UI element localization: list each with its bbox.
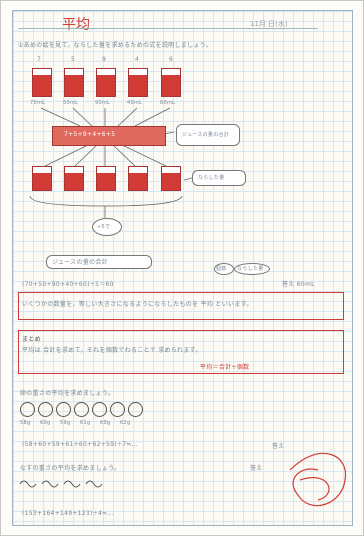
expression-total: (70+50+90+40+60)÷5＝60 xyxy=(22,279,114,288)
summary-formula: 平均＝合計÷個数 xyxy=(200,362,249,371)
egg-icon xyxy=(92,402,107,417)
egg-weight: 58g xyxy=(20,420,30,426)
egg-weight: 61g xyxy=(80,420,90,426)
egg-weight: 62g xyxy=(120,420,130,426)
answer-total: 答え 60mL xyxy=(282,279,315,288)
level-cup xyxy=(161,172,181,191)
practice2-expression: (153+164+149+123)÷4≒… xyxy=(22,510,114,517)
egg-icon xyxy=(74,402,89,417)
note-sum: ジュースの量の合計 xyxy=(182,131,229,138)
total-label: ジュースの量の合計 xyxy=(52,257,108,266)
egg-icon xyxy=(20,402,35,417)
egg-weight: 60g xyxy=(100,420,110,426)
egg-icon xyxy=(110,402,125,417)
egg-weight: 59g xyxy=(60,420,70,426)
egg-icon xyxy=(128,402,143,417)
level-cup xyxy=(96,172,116,191)
level-cup xyxy=(128,172,148,191)
level-cup xyxy=(64,172,84,191)
sum-expression: 7+5+9+4+6+5 xyxy=(64,131,115,138)
summary-heading: まとめ xyxy=(22,334,41,343)
practice1-expression: (58+60+59+61+60+62+59)÷7≒… xyxy=(22,441,138,448)
egg-weight: 60g xyxy=(40,420,50,426)
divide-label: ÷5で xyxy=(97,223,110,230)
practice1-question: 卵の重さの平均を求めましょう。 xyxy=(20,388,114,397)
summary-line: 平均は 合計を求めて，それを個数でわることで 求められます。 xyxy=(22,345,202,354)
tag-level-text: ならした量 xyxy=(237,265,264,272)
practice2-question: なすの重さの平均を求めましょう。 xyxy=(20,463,120,472)
egg-icon xyxy=(56,402,71,417)
practice1-answer: 答え xyxy=(272,441,285,450)
note-level: ならした量 xyxy=(198,174,225,181)
practice2-answer: 答え xyxy=(250,463,263,472)
definition-text: いくつかの数量を，等しい大きさになるようにならしたものを 平均 といいます。 xyxy=(22,299,253,308)
tag-count-text: 個数 xyxy=(216,265,227,272)
egg-icon xyxy=(38,402,53,417)
level-cup xyxy=(32,172,52,191)
